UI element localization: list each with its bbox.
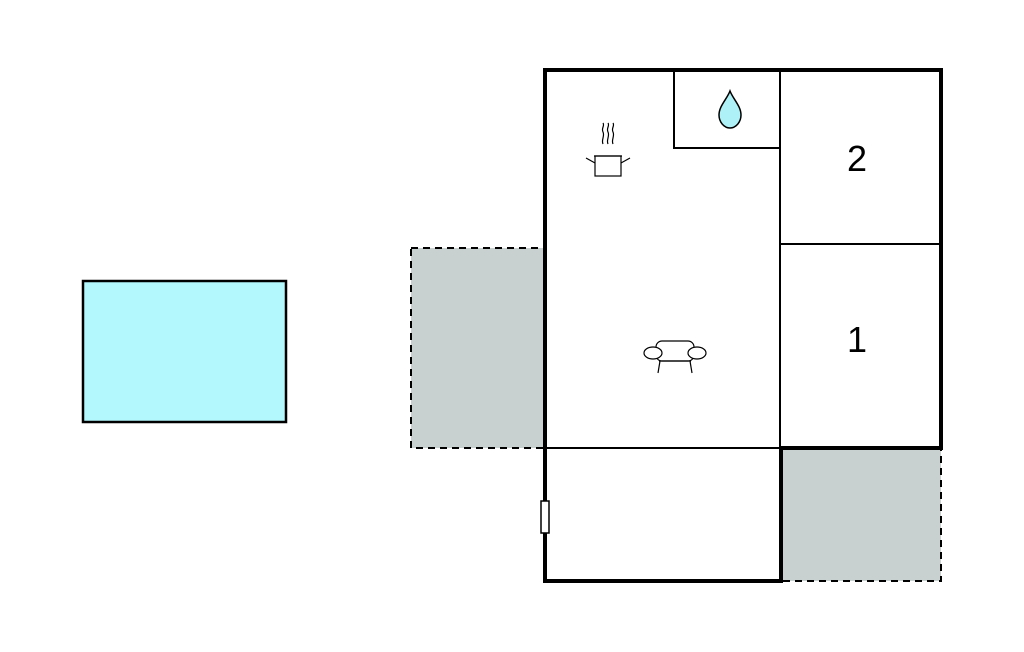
bathroom-walls bbox=[673, 70, 780, 149]
kitchen-pot-icon bbox=[585, 122, 631, 177]
exterior-walls bbox=[543, 68, 943, 583]
water-drop-icon bbox=[718, 88, 742, 129]
terrace-west bbox=[410, 247, 546, 449]
room-2-label: 2 bbox=[847, 138, 867, 179]
armchair-icon bbox=[643, 340, 707, 374]
entrance-hall bbox=[545, 448, 781, 581]
terrace-south-east bbox=[780, 447, 942, 582]
room-1-label: 1 bbox=[847, 319, 867, 360]
pool-area bbox=[81, 279, 288, 424]
house-interior bbox=[545, 70, 941, 448]
door-marker-icon bbox=[540, 500, 550, 534]
